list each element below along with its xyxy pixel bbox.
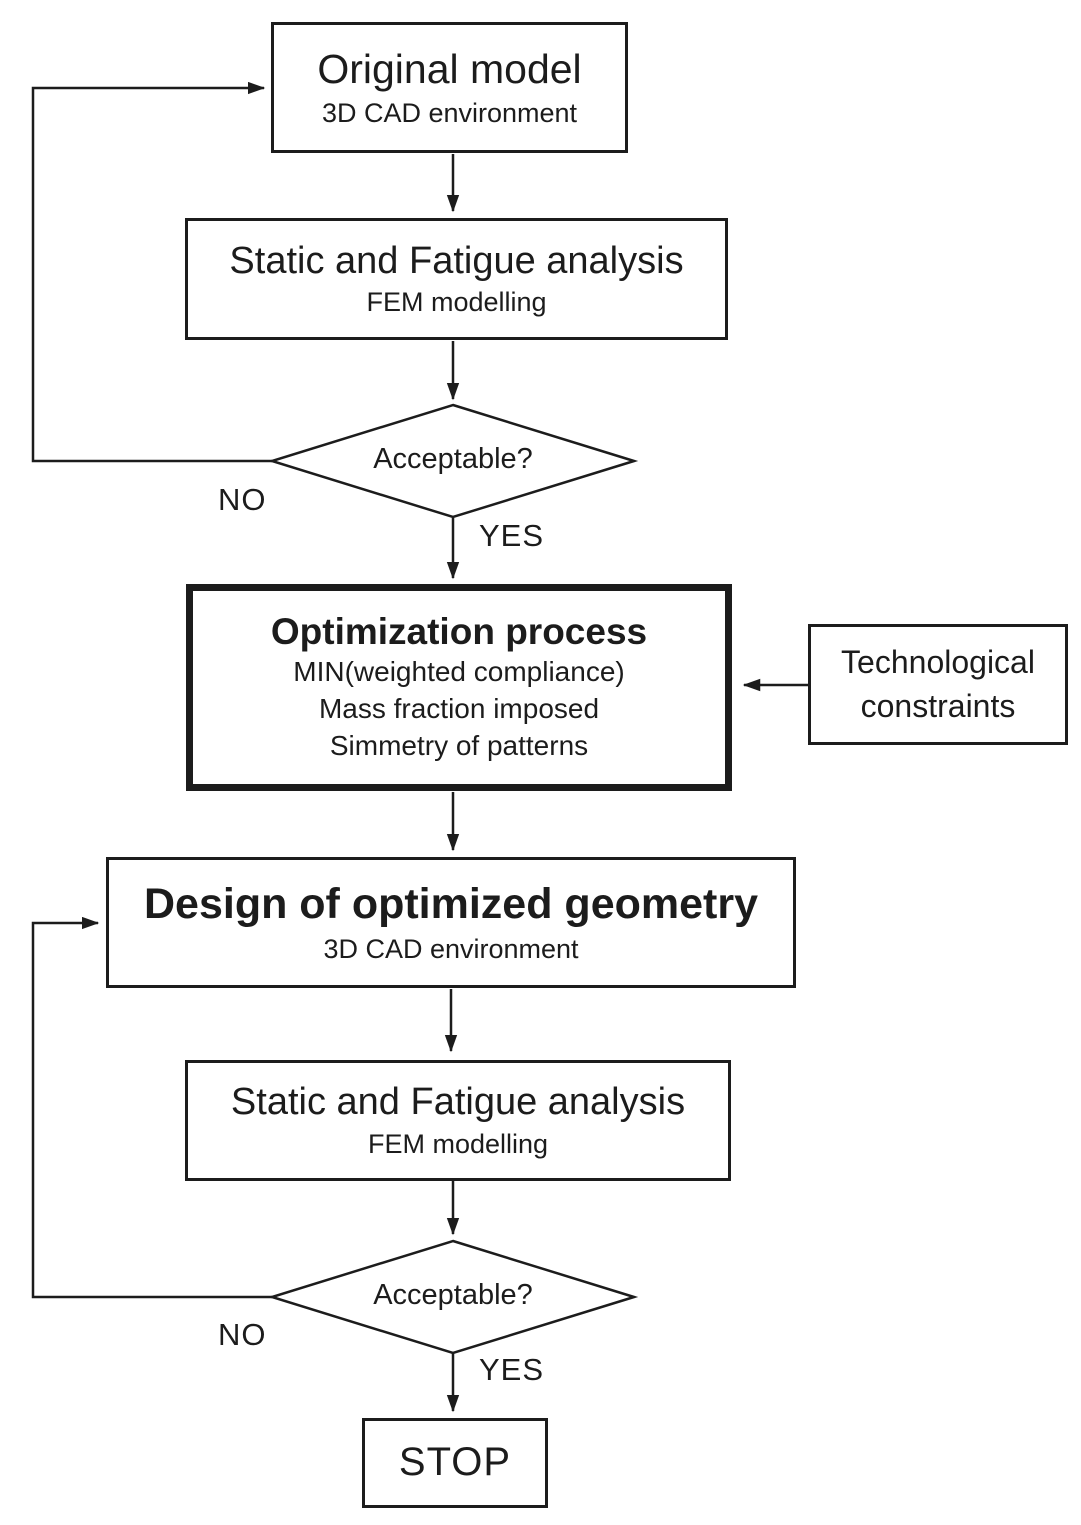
edge-label-yes-top: YES xyxy=(479,518,545,553)
node-technological-constraints-title: Technological constraints xyxy=(841,644,1035,724)
node-stop: STOP xyxy=(362,1418,548,1508)
node-static-fatigue-bottom-subtitle: FEM modelling xyxy=(367,1128,549,1159)
loop-no-bottom xyxy=(31,916,272,1299)
node-original-model-subtitle: 3D CAD environment xyxy=(321,97,578,128)
node-technological-constraints: Technological constraints xyxy=(808,624,1068,745)
node-design-optimized-subtitle: 3D CAD environment xyxy=(323,933,579,964)
node-design-optimized: Design of optimized geometry 3D CAD envi… xyxy=(106,857,796,988)
loop-no-top xyxy=(31,81,272,463)
node-design-optimized-title: Design of optimized geometry xyxy=(143,880,758,929)
decision-diamond-bottom xyxy=(267,1239,639,1355)
edge-label-yes-bottom: YES xyxy=(479,1352,545,1387)
edge-label-no-bottom: NO xyxy=(218,1317,267,1352)
node-optimization-title: Optimization process xyxy=(270,611,648,653)
node-optimization-process: Optimization process MIN(weighted compli… xyxy=(186,584,732,791)
node-original-model: Original model 3D CAD environment xyxy=(271,22,628,153)
decision-diamond-top xyxy=(267,403,639,519)
node-optimization-detail-2: Mass fraction imposed xyxy=(318,692,600,724)
node-optimization-detail-1: MIN(weighted compliance) xyxy=(293,655,625,687)
decision-bottom-label: Acceptable? xyxy=(373,1279,533,1311)
node-static-fatigue-top-subtitle: FEM modelling xyxy=(366,287,547,318)
node-static-fatigue-top-title: Static and Fatigue analysis xyxy=(229,239,684,282)
decision-top-label: Acceptable? xyxy=(373,443,533,475)
node-optimization-detail-3: Simmetry of patterns xyxy=(329,729,589,761)
node-original-model-title: Original model xyxy=(317,46,582,93)
node-static-fatigue-bottom: Static and Fatigue analysis FEM modellin… xyxy=(185,1060,731,1181)
node-static-fatigue-bottom-title: Static and Fatigue analysis xyxy=(230,1081,686,1124)
edge-label-no-top: NO xyxy=(218,482,267,517)
node-stop-label: STOP xyxy=(398,1440,512,1485)
node-static-fatigue-top: Static and Fatigue analysis FEM modellin… xyxy=(185,218,728,340)
